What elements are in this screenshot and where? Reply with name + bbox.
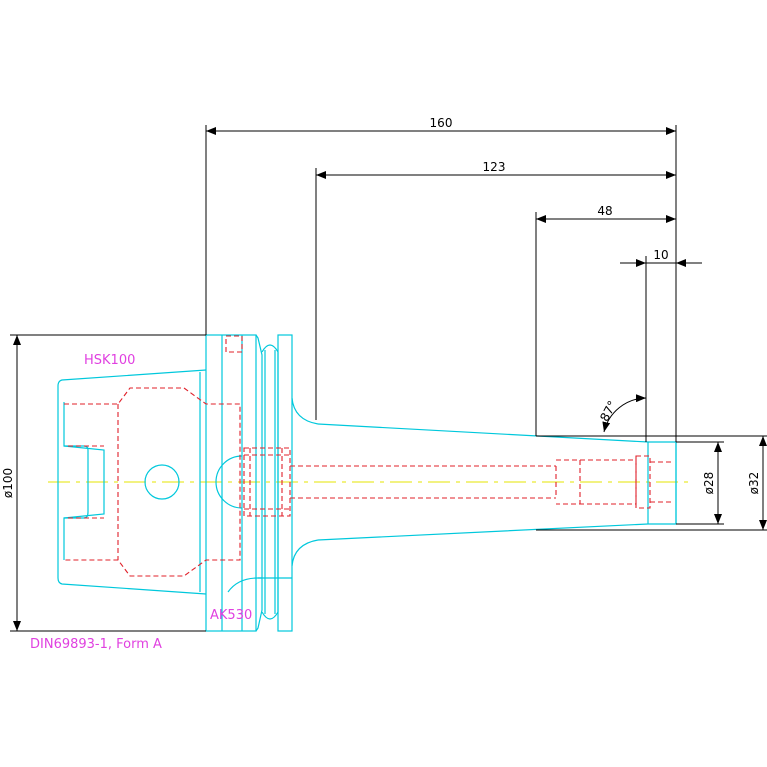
standard-label: DIN69893-1, Form A xyxy=(30,637,162,652)
dim-160-label: 160 xyxy=(430,116,453,130)
dim-28-label: ø28 xyxy=(702,472,716,495)
ak530-label: AK530 xyxy=(210,608,252,623)
dim-123-label: 123 xyxy=(483,160,506,174)
holder-outline xyxy=(57,334,677,632)
angle-87-label: 87° xyxy=(597,398,619,423)
center-circle xyxy=(144,464,180,500)
dim-10-label: 10 xyxy=(653,248,668,262)
dim-32-label: ø32 xyxy=(747,472,761,495)
hsk100-label: HSK100 xyxy=(84,353,135,368)
hsk-shank-outline xyxy=(57,369,207,595)
dim-48-label: 48 xyxy=(597,204,612,218)
bore-nut xyxy=(243,447,291,517)
hidden-lines xyxy=(64,335,674,577)
dimension-lines xyxy=(10,125,767,632)
flange xyxy=(205,334,257,632)
dim-100-label: ø100 xyxy=(1,468,15,498)
